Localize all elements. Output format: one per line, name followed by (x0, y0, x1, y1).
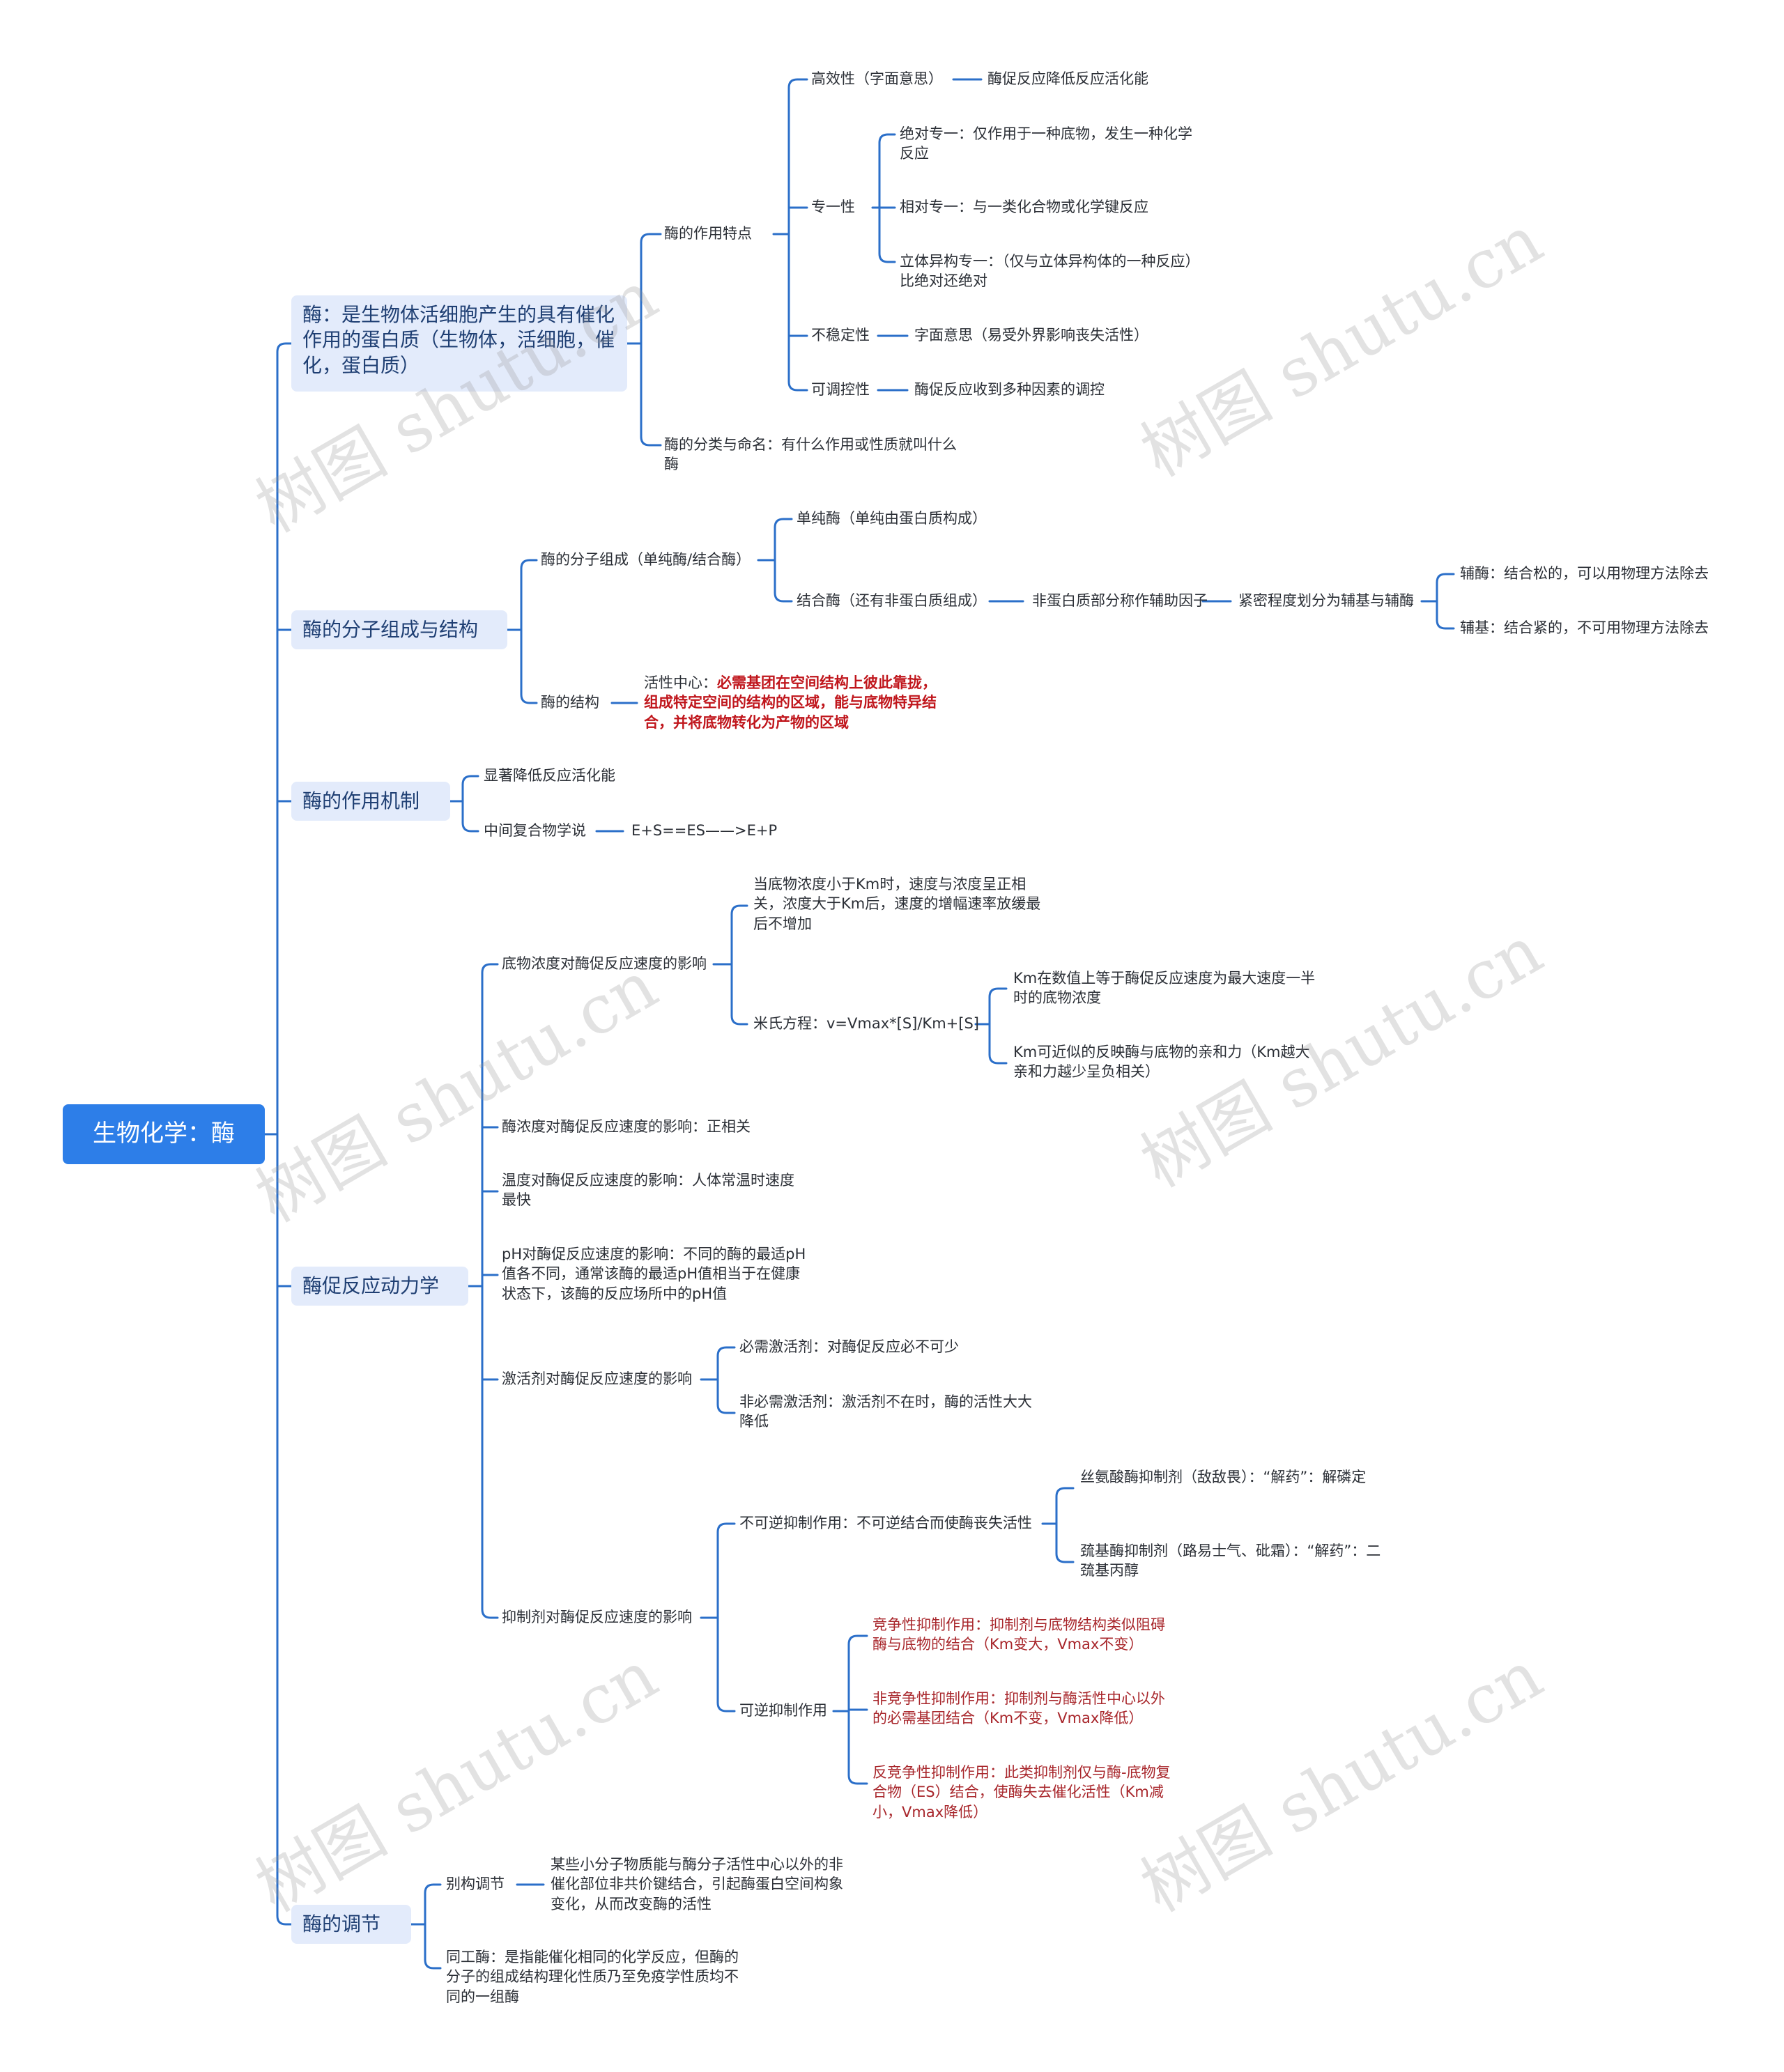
specificity-node[interactable]: 专一性 (811, 199, 855, 215)
isoenzyme-node[interactable]: 同工酶：是指能催化相同的化学反应，但酶的分子的组成结构理化性质乃至免疫学性质均不… (446, 1949, 739, 2005)
connector-line (716, 1522, 736, 1619)
connector-line (716, 1378, 736, 1414)
activator-node[interactable]: 激活剂对酶促反应速度的影响 (502, 1370, 692, 1387)
enzyme-concentration-node[interactable]: 酶浓度对酶促反应速度的影响：正相关 (502, 1118, 751, 1135)
allosteric-note[interactable]: 某些小分子物质能与酶分子活性中心以外的非催化部位非共价键结合，引起酶蛋白空间构象… (551, 1856, 843, 1912)
connector-line (847, 1634, 868, 1713)
simple-enzyme[interactable]: 单纯酶（单纯由蛋白质构成） (797, 510, 987, 527)
km-affinity[interactable]: Km可近似的反映酶与底物的亲和力（Km越大亲和力越少呈负相关） (1013, 1044, 1310, 1081)
connector-line (988, 987, 1008, 1026)
branch-structure[interactable]: 酶的分子组成与结构 (291, 610, 507, 649)
connector-line (1436, 600, 1455, 630)
connector-line (988, 1023, 1008, 1065)
coenzyme-node[interactable]: 辅酶：结合松的，可以用物理方法除去 (1460, 565, 1709, 582)
relative-specificity[interactable]: 相对专一：与一类化合物或化学键反应 (900, 199, 1148, 215)
stereo-specificity[interactable]: 立体异构专一：（仅与立体异构体的一种反应）比绝对还绝对 (900, 253, 1200, 290)
connector-line (730, 963, 748, 1026)
connector-line (640, 342, 662, 447)
absolute-specificity[interactable]: 绝对专一：仅作用于一种底物，发生一种化学反应 (900, 125, 1192, 162)
connector-line (481, 1285, 499, 1619)
regulatable-node[interactable]: 可调控性 (811, 381, 870, 398)
connector-line (716, 1346, 736, 1381)
connector-line (461, 800, 479, 833)
competitive-inhibition[interactable]: 竞争性抑制作用：抑制剂与底物结构类似阻碍酶与底物的结合（Km变大，Vmax不变） (872, 1616, 1165, 1653)
connector-line (424, 1923, 442, 1970)
inhibitor-node[interactable]: 抑制剂对酶促反应速度的影响 (502, 1609, 692, 1625)
serine-inhibitor[interactable]: 丝氨酸酶抑制剂（敌敌畏）：“解药”：解磷定 (1080, 1469, 1367, 1485)
regulatable-note[interactable]: 酶促反应收到多种因素的调控 (914, 381, 1105, 398)
connector-line (424, 1883, 442, 1926)
connector-line (1055, 1487, 1075, 1525)
root-node[interactable]: 生物化学：酶 (63, 1104, 265, 1164)
conjugated-enzyme[interactable]: 结合酶（还有非蛋白质组成） (797, 592, 987, 609)
connector-line (1055, 1522, 1075, 1563)
connector-line (774, 559, 793, 603)
connector-line (520, 628, 538, 704)
irreversible-node[interactable]: 不可逆抑制作用：不可逆结合而使酶丧失活性 (739, 1515, 1032, 1531)
connector-line (640, 233, 662, 345)
cofactor-node[interactable]: 非蛋白质部分称作辅助因子 (1032, 592, 1208, 609)
active-center-node[interactable]: 活性中心：必需基团在空间结构上彼此靠拢，组成特定空间的结构的区域，能与底物特异结… (644, 673, 944, 732)
michaelis-node[interactable]: 米氏方程：v=Vmax*[S]/Km+[S] (753, 1015, 979, 1032)
composition-node[interactable]: 酶的分子组成（单纯酶/结合酶） (541, 551, 751, 568)
connector-line (730, 904, 748, 966)
connector-line (481, 963, 499, 1288)
uncompetitive-inhibition[interactable]: 反竞争性抑制作用：此类抑制剂仅与酶-底物复合物（ES）结合，使酶失去催化活性（K… (872, 1764, 1171, 1820)
equation-node[interactable]: E+S==ES——>E+P (631, 822, 778, 839)
active-center-label: 活性中心： (644, 674, 717, 691)
connector-line (847, 1710, 868, 1785)
connector-line (276, 342, 293, 1136)
connector-line (1436, 573, 1455, 603)
noncompetitive-inhibition[interactable]: 非竞争性抑制作用：抑制剂与酶活性中心以外的必需基团结合（Km不变，Vmax降低） (872, 1690, 1165, 1727)
branch-regulation[interactable]: 酶的调节 (291, 1905, 411, 1944)
features-node[interactable]: 酶的作用特点 (664, 225, 752, 242)
connector-line (520, 559, 538, 631)
prosthetic-node[interactable]: 辅基：结合紧的，不可用物理方法除去 (1460, 619, 1709, 636)
lower-activation-node[interactable]: 显著降低反应活化能 (484, 767, 615, 784)
classification-node[interactable]: 酶的分类与命名：有什么作用或性质就叫什么酶 (664, 436, 957, 473)
connector-line (774, 518, 793, 562)
connector-line (716, 1616, 736, 1713)
efficiency-note[interactable]: 酶促反应降低反应活化能 (987, 70, 1148, 87)
active-center-text: 必需基团在空间结构上彼此靠拢，组成特定空间的结构的区域，能与底物特异结合，并将底… (644, 674, 937, 731)
thiol-inhibitor[interactable]: 巯基酶抑制剂（路易士气、砒霜）：“解药”：二巯基丙醇 (1080, 1543, 1381, 1579)
ph-node[interactable]: pH对酶促反应速度的影响：不同的酶的最适pH值各不同，通常该酶的最适pH值相当于… (502, 1246, 806, 1302)
connector-line (878, 206, 896, 263)
km-definition[interactable]: Km在数值上等于酶促反应速度为最大速度一半时的底物浓度 (1013, 970, 1316, 1007)
substrate-node[interactable]: 底物浓度对酶促反应速度的影响 (502, 955, 707, 972)
connector-line (276, 1133, 293, 1926)
connector-line (787, 78, 808, 235)
nonrequired-activator[interactable]: 非必需激活剂：激活剂不在时，酶的活性大大降低 (739, 1393, 1032, 1430)
substrate-note[interactable]: 当底物浓度小于Km时，速度与浓度呈正相关，浓度大于Km后，速度的增幅速率放缓最后… (753, 876, 1041, 932)
intermediate-node[interactable]: 中间复合物学说 (484, 822, 586, 839)
branch-kinetics[interactable]: 酶促反应动力学 (291, 1267, 468, 1306)
connector-line (461, 775, 479, 803)
efficiency-node[interactable]: 高效性（字面意思） (811, 70, 943, 87)
reversible-node[interactable]: 可逆抑制作用 (739, 1702, 827, 1719)
instability-node[interactable]: 不稳定性 (811, 327, 870, 343)
branch-mechanism[interactable]: 酶的作用机制 (291, 782, 450, 821)
structure-node[interactable]: 酶的结构 (541, 694, 599, 711)
tightness-node[interactable]: 紧密程度划分为辅基与辅酶 (1238, 592, 1414, 609)
instability-note[interactable]: 字面意思（易受外界影响丧失活性） (914, 327, 1148, 343)
temperature-node[interactable]: 温度对酶促反应速度的影响：人体常温时速度最快 (502, 1172, 794, 1209)
required-activator[interactable]: 必需激活剂：对酶促反应必不可少 (739, 1338, 959, 1355)
connector-line (878, 133, 896, 209)
allosteric-node[interactable]: 别构调节 (446, 1876, 505, 1892)
connector-line (787, 233, 808, 392)
branch-definition[interactable]: 酶：是生物体活细胞产生的具有催化作用的蛋白质（生物体，活细胞，催化，蛋白质） (291, 295, 627, 392)
